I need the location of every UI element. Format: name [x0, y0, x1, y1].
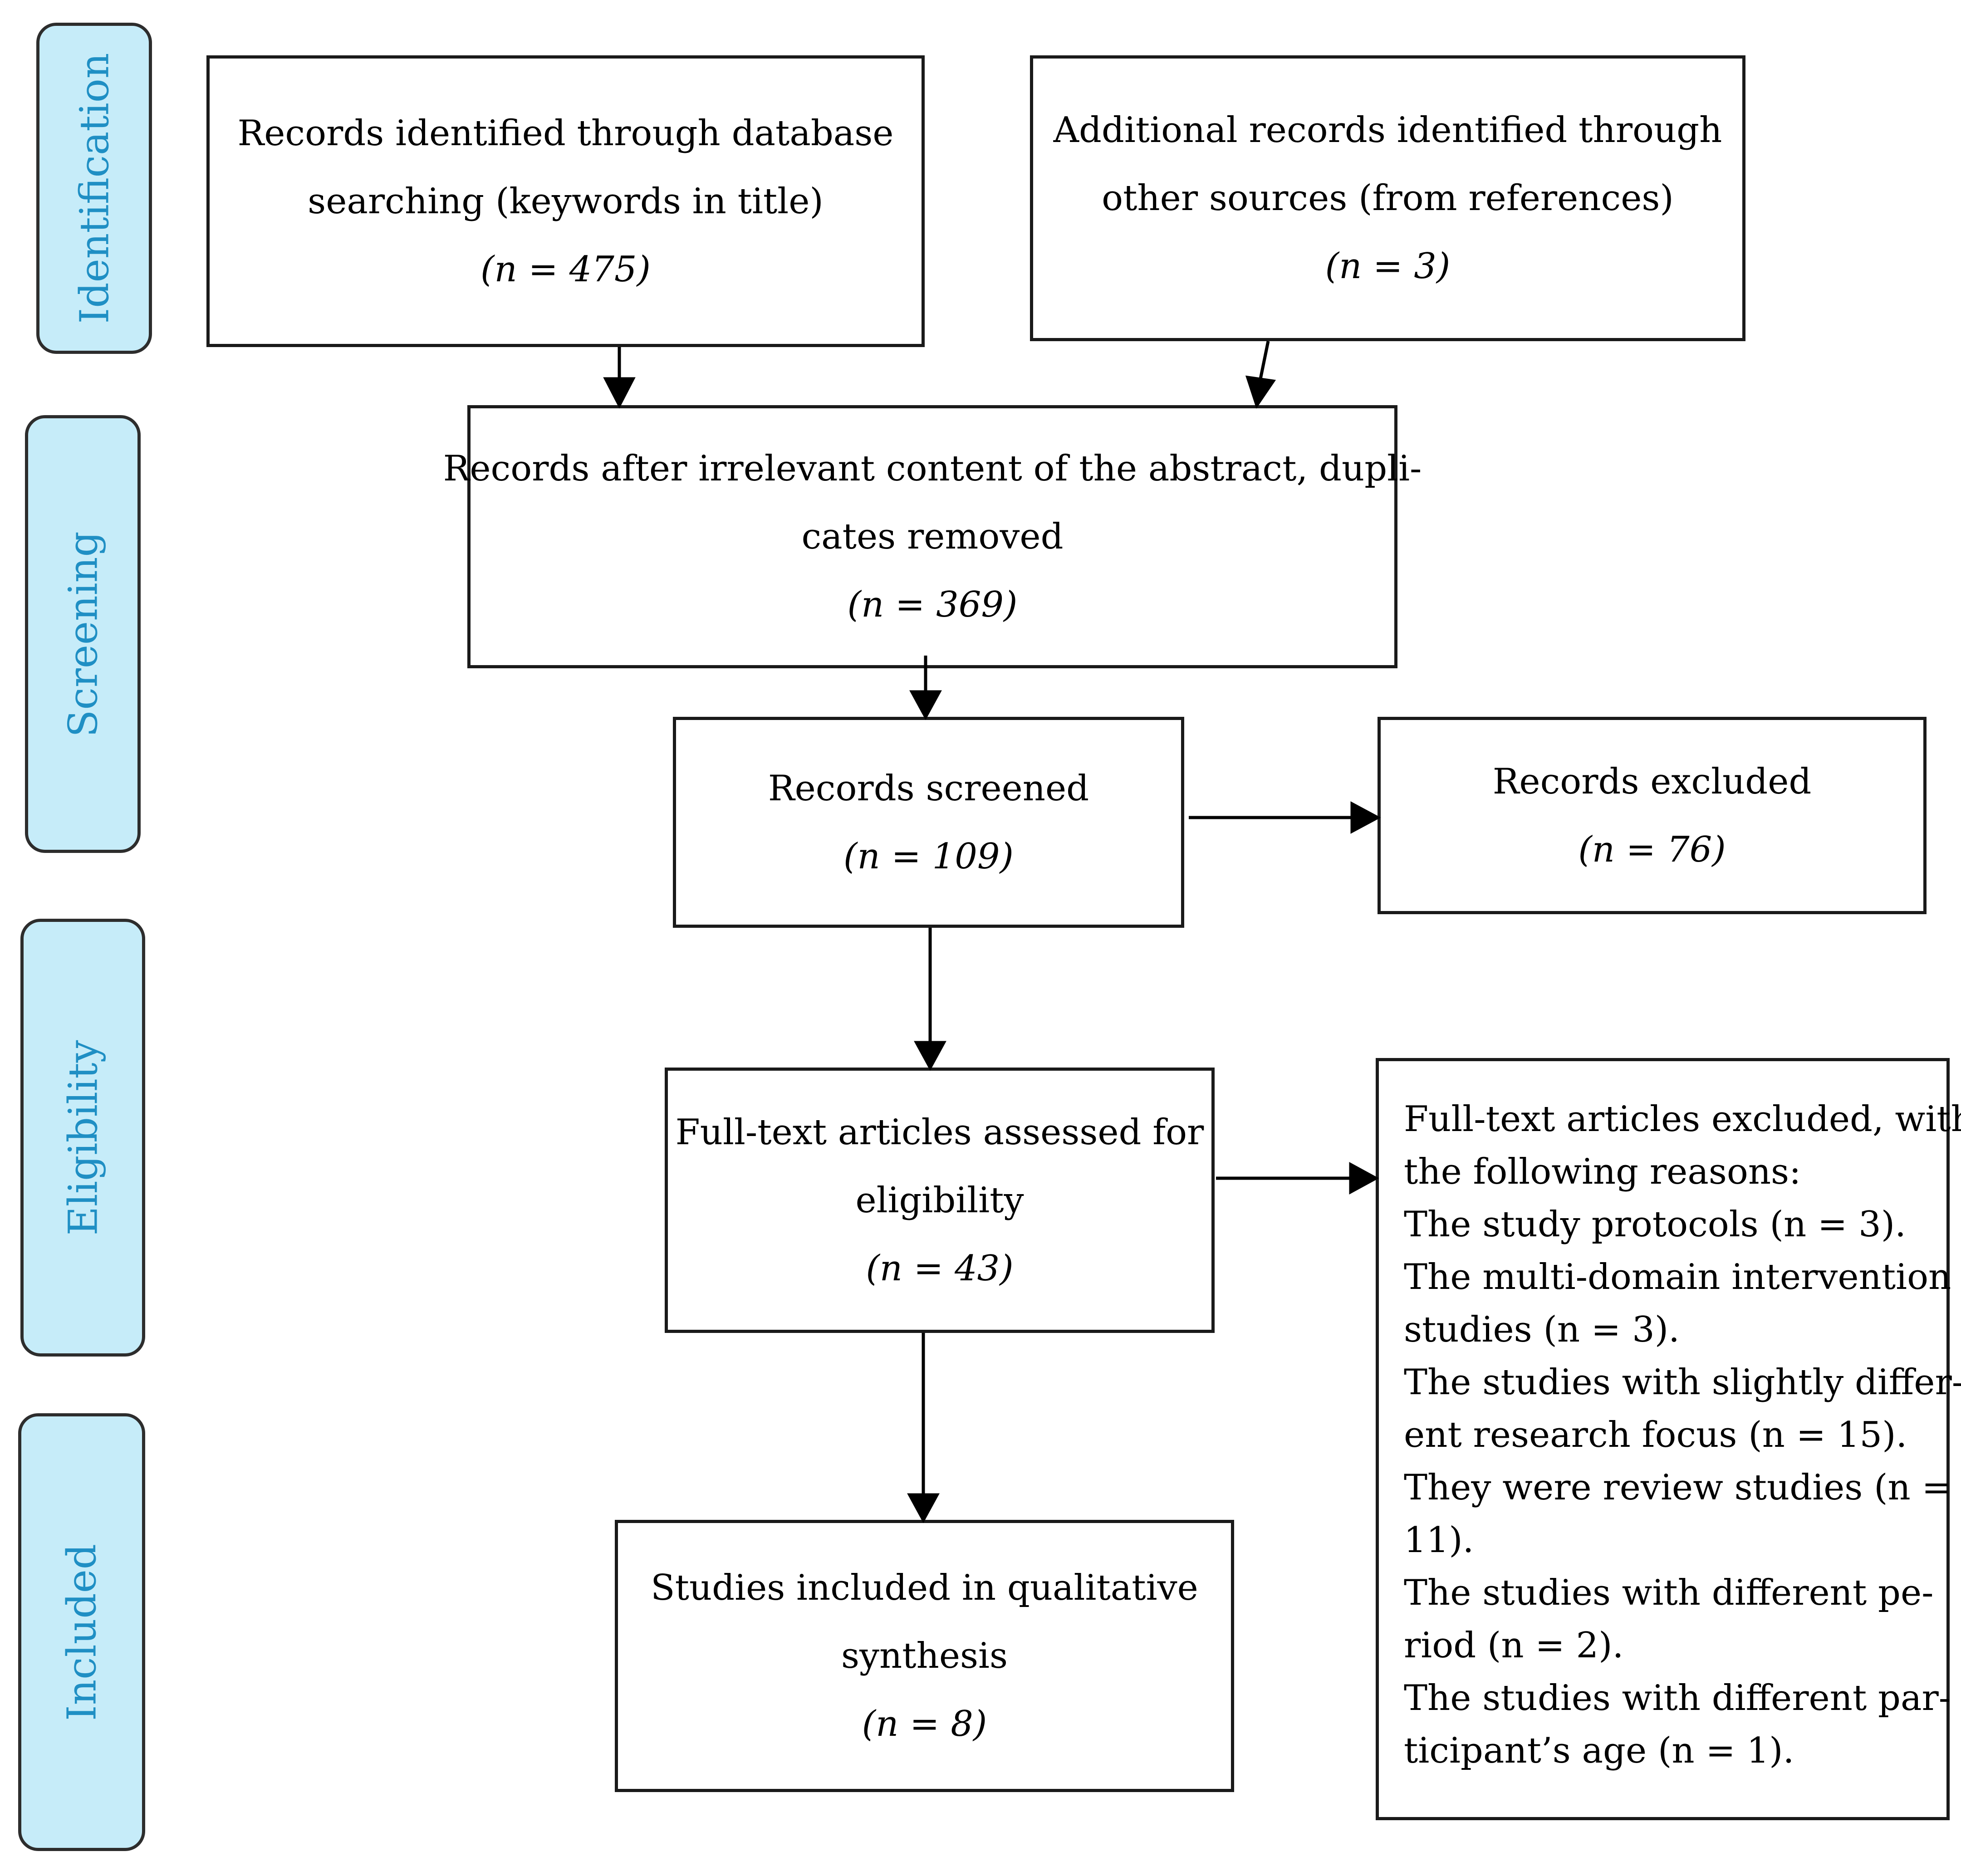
box-count: (n = 8): [862, 1704, 987, 1744]
box-line: searching (keywords in title): [308, 181, 824, 222]
box-count: (n = 475): [480, 249, 651, 290]
reason-line: The study protocols (n = 3).: [1404, 1204, 1906, 1245]
box-database-records: Records identified through database sear…: [206, 55, 925, 347]
box-count: (n = 76): [1578, 829, 1726, 870]
reason-line: They were review studies (n =: [1404, 1467, 1951, 1508]
box-count: (n = 369): [847, 584, 1018, 625]
reason-line: The studies with different pe-: [1404, 1572, 1934, 1613]
stage-included: Included: [18, 1413, 145, 1851]
box-records-screened: Records screened (n = 109): [673, 717, 1184, 928]
box-line: cates removed: [801, 516, 1064, 557]
stage-eligibility: Eligibility: [20, 919, 145, 1357]
box-line: Records identified through database: [237, 113, 894, 154]
arrowhead: [914, 1041, 946, 1071]
box-line: eligibility: [855, 1180, 1024, 1221]
box-records-excluded: Records excluded (n = 76): [1378, 717, 1927, 914]
reason-line: The studies with different par-: [1404, 1678, 1951, 1719]
reason-line: Full-text articles excluded, with: [1404, 1099, 1961, 1140]
box-count: (n = 43): [866, 1248, 1014, 1289]
box-studies-included: Studies included in qualitative synthesi…: [615, 1520, 1234, 1792]
box-line: Studies included in qualitative: [651, 1567, 1198, 1608]
arrowhead: [1349, 1162, 1379, 1195]
arrowhead: [909, 690, 942, 720]
reason-line: the following reasons:: [1404, 1151, 1801, 1192]
stage-identification: Identification: [36, 23, 152, 354]
box-line: Records excluded: [1492, 761, 1812, 802]
reason-line: ticipant’s age (n = 1).: [1404, 1730, 1794, 1771]
box-additional-records: Additional records identified through ot…: [1030, 55, 1745, 341]
box-count: (n = 109): [843, 836, 1014, 877]
stage-screening: Screening: [25, 415, 141, 853]
arrowhead: [1350, 801, 1381, 834]
box-full-text-excluded: Full-text articles excluded, with the fo…: [1376, 1058, 1961, 1820]
arrowhead: [1245, 375, 1276, 409]
arrow-additional-to-duplicates: [1259, 341, 1270, 379]
reason-line: The multi-domain intervention: [1404, 1257, 1951, 1298]
box-after-duplicates: Records after irrelevant content of the …: [443, 405, 1422, 668]
reason-line: The studies with slightly differ-: [1404, 1362, 1961, 1403]
reason-line: riod (n = 2).: [1404, 1625, 1624, 1666]
box-line: Records after irrelevant content of the …: [443, 448, 1422, 489]
box-line: Records screened: [768, 768, 1089, 809]
box-line: other sources (from references): [1102, 178, 1674, 219]
box-line: synthesis: [841, 1636, 1008, 1676]
box-count: (n = 3): [1325, 246, 1451, 287]
box-line: Additional records identified through: [1053, 110, 1722, 151]
box-line: Full-text articles assessed for: [675, 1112, 1204, 1153]
arrowhead: [907, 1493, 940, 1523]
reason-line: 11).: [1404, 1520, 1474, 1561]
arrowhead: [603, 377, 636, 409]
reason-line: ent research focus (n = 15).: [1404, 1415, 1907, 1455]
box-full-text-assessed: Full-text articles assessed for eligibil…: [665, 1068, 1215, 1333]
reason-line: studies (n = 3).: [1404, 1309, 1680, 1350]
